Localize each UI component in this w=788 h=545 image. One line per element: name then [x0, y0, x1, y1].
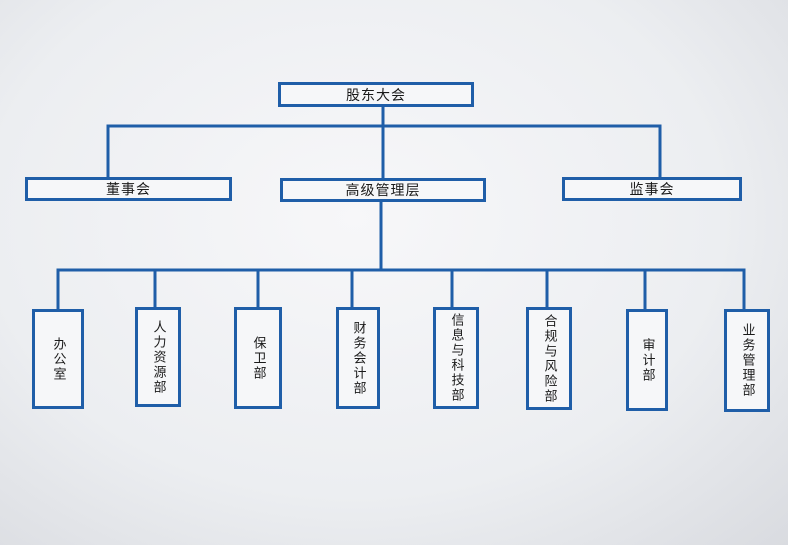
node-senior-management: 高级管理层 [280, 178, 486, 202]
node-label: 保卫部 [250, 335, 266, 381]
node-department: 办公室 [32, 309, 84, 409]
node-label: 董事会 [106, 182, 151, 198]
node-department: 业务管理部 [724, 309, 770, 412]
node-label: 审计部 [639, 337, 655, 383]
node-label: 高级管理层 [345, 183, 421, 199]
node-shareholders-meeting: 股东大会 [278, 82, 474, 107]
node-department: 人力资源部 [135, 307, 181, 407]
node-label: 财务会计部 [350, 320, 366, 396]
node-label: 办公室 [50, 336, 66, 382]
node-department: 合规与风险部 [526, 307, 572, 410]
node-board-of-supervisors: 监事会 [562, 177, 742, 201]
node-label: 人力资源部 [150, 319, 166, 395]
node-label: 监事会 [629, 182, 675, 198]
node-label: 合规与风险部 [541, 313, 557, 404]
node-department: 保卫部 [234, 307, 282, 409]
node-department: 财务会计部 [336, 307, 380, 409]
node-board-of-directors: 董事会 [25, 177, 232, 201]
node-label: 业务管理部 [739, 323, 755, 398]
node-department: 审计部 [626, 309, 668, 411]
node-department: 信息与科技部 [433, 307, 479, 409]
node-label: 信息与科技部 [448, 313, 464, 403]
node-label: 股东大会 [346, 87, 406, 104]
